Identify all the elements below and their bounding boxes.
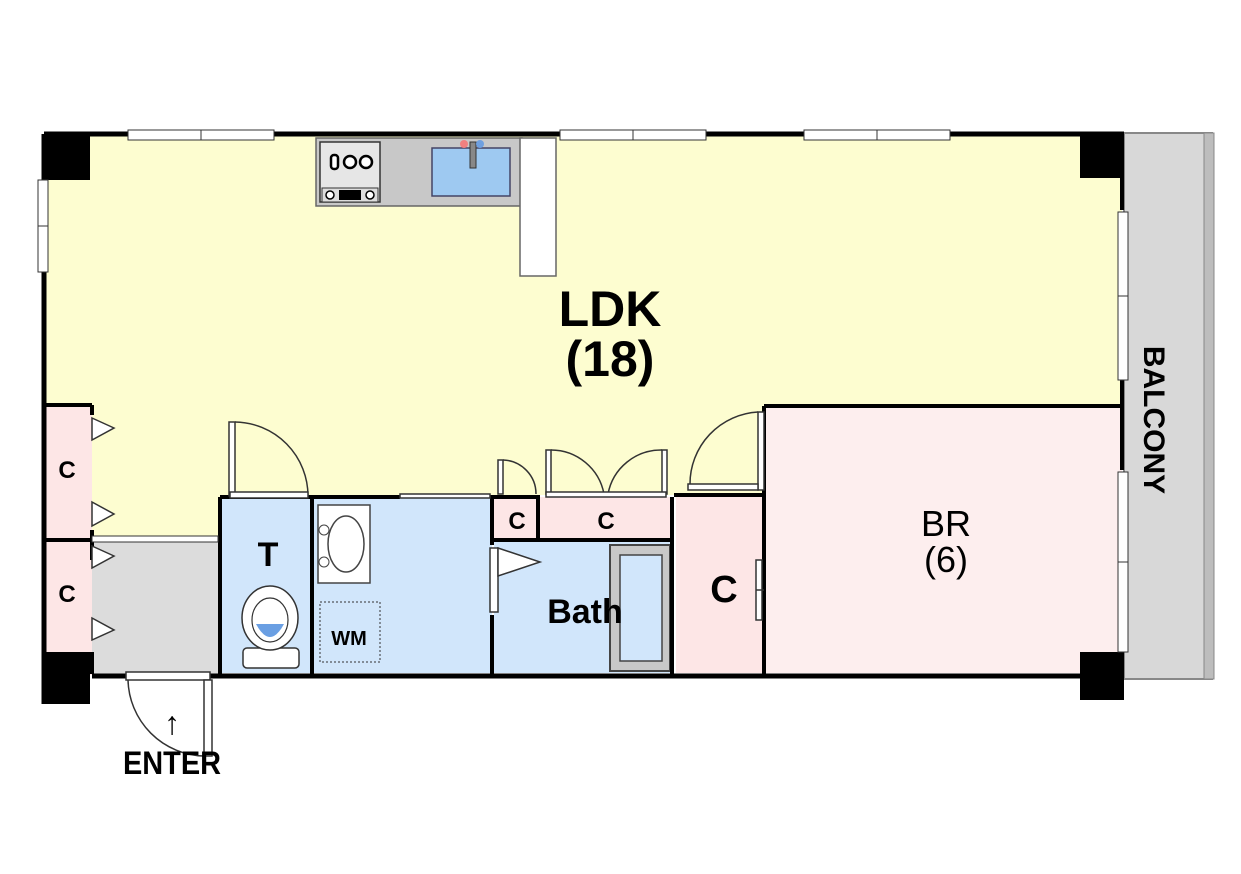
br-size-label: (6): [924, 539, 968, 580]
windows: [37, 129, 1129, 653]
kitchen-peninsula: [519, 137, 557, 277]
closet-left-upper: [46, 405, 92, 539]
washing-machine-space: [319, 601, 381, 663]
balcony-label: BALCONY: [1137, 346, 1170, 494]
closet-bath-side: [676, 497, 762, 673]
washer-label: WM: [331, 628, 367, 650]
toilet-label: T: [258, 536, 279, 574]
closet-mid: [540, 497, 672, 539]
pillars: [42, 134, 1124, 704]
genkan-floor: [92, 540, 220, 674]
enter-arrow-icon: ↑: [164, 705, 180, 741]
closet-label-mid: C: [597, 508, 614, 535]
br-label: BR: [921, 503, 971, 544]
closet-label-small: C: [508, 508, 525, 535]
toilet-fixture: [241, 585, 300, 669]
closet-small: [494, 497, 538, 539]
balcony-area: [1123, 132, 1213, 680]
ldk-label: LDK: [559, 281, 662, 337]
ldk-floor: [46, 136, 1122, 540]
bedroom-floor: [764, 407, 1122, 673]
doors: [91, 411, 765, 757]
bath-label: Bath: [547, 593, 623, 631]
ldk-size-label: (18): [566, 331, 655, 387]
closet-label-left-upper: C: [58, 457, 75, 484]
enter-label: ENTER: [123, 745, 221, 781]
closet-label-left-lower: C: [58, 581, 75, 608]
closet-label-bath-side: C: [710, 569, 737, 611]
